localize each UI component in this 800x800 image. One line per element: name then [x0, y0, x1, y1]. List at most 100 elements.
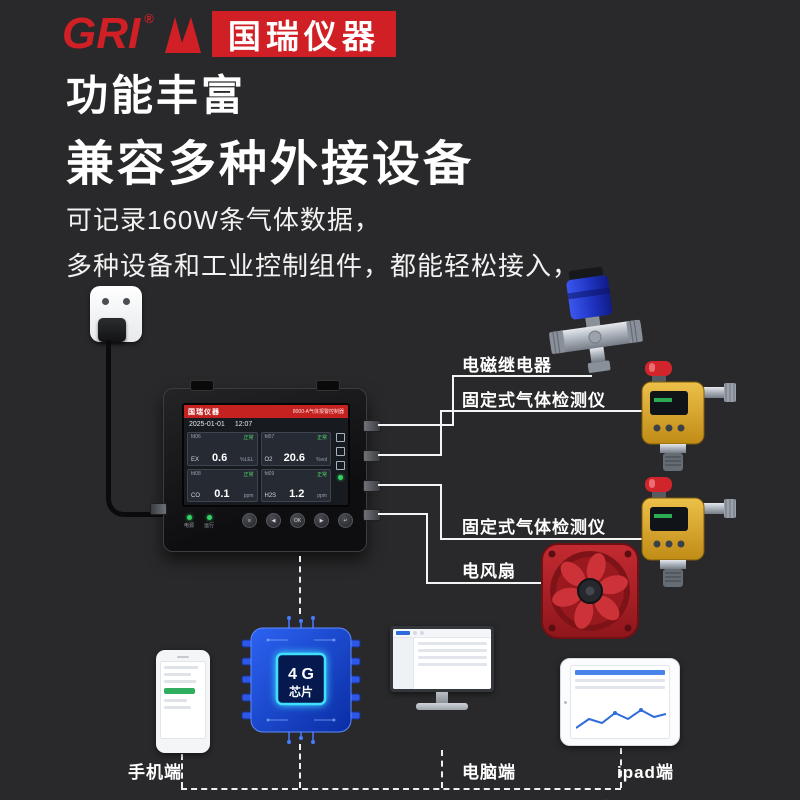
phone-label: 手机端	[128, 763, 182, 782]
chip-4g-image: 4 G 芯片	[241, 616, 361, 744]
description-line-2: 多种设备和工业控制组件，都能轻松接入，	[66, 251, 580, 281]
mounting-tab	[316, 380, 340, 391]
dashed-link-phone	[181, 754, 183, 788]
chip-label-4g: 4 G	[288, 666, 314, 683]
wire-fan-seg3	[426, 582, 546, 584]
tablet-chart	[576, 708, 666, 729]
dashed-link-chip-bus	[299, 744, 301, 788]
pc-stand-neck	[436, 692, 448, 703]
power-plug	[98, 318, 126, 342]
status-led	[337, 475, 343, 480]
screen-statusbar: 2025-01-01 12:07	[184, 418, 348, 430]
chip-label-chip: 芯片	[289, 684, 313, 699]
power-led: 电源	[184, 515, 194, 529]
led-dot	[206, 515, 212, 520]
channel-id: fd06	[191, 434, 201, 440]
screen-brand: 国瑞仪器	[188, 408, 220, 416]
registered-mark: ®	[144, 10, 154, 26]
pc-screen	[393, 629, 491, 689]
left-button: ◀	[266, 513, 281, 528]
brand-name-box: 国瑞仪器	[211, 11, 396, 57]
socket-hole	[123, 298, 130, 305]
channel-value: 0.6	[211, 451, 228, 464]
tablet-text-line	[575, 686, 665, 689]
pc-toolbar-dot	[413, 631, 417, 635]
phone-text-line	[164, 680, 196, 683]
channel-gas: CO	[191, 493, 200, 499]
mounting-tab	[190, 380, 214, 391]
led-dot	[186, 515, 192, 520]
wire-fan-seg1	[378, 513, 426, 515]
cable-gland-2	[363, 450, 381, 462]
pc-toolbar-dot	[420, 631, 424, 635]
tablet-label: ipad端	[617, 763, 674, 782]
phone-speaker	[177, 656, 189, 658]
pc-table-row	[418, 642, 487, 645]
relay-label: 电磁继电器	[462, 356, 552, 375]
solenoid-valve-image	[549, 266, 643, 373]
phone-text-line	[164, 706, 191, 709]
gas-detector-image-1	[641, 361, 736, 471]
tablet-mockup	[560, 658, 680, 746]
channel-id: fd09	[264, 470, 275, 477]
pc-table-row	[418, 656, 487, 659]
headline-2: 兼容多种外接设备	[66, 138, 475, 191]
dashed-link-tablet	[620, 748, 622, 788]
cable-gland-4	[363, 509, 381, 521]
channel-unit: ppm	[317, 493, 327, 499]
menu-button: ≡	[242, 513, 257, 528]
channel-id: fd08	[191, 470, 201, 477]
pc-stand-base	[416, 703, 468, 710]
wire-detector2-seg2	[440, 484, 442, 540]
channel-gas: EX	[191, 456, 200, 463]
right-button: ▶	[314, 513, 329, 528]
gas-alarm-controller: 国瑞仪器 8000-A气体报警控制器 2025-01-01 12:07 fd06…	[150, 380, 608, 800]
menu-icon	[335, 433, 345, 442]
brand-wordmark: GRI	[62, 9, 141, 58]
screen-time: 12:07	[234, 420, 253, 428]
channel-unit: %LEL	[240, 456, 254, 463]
pc-sidebar	[393, 638, 414, 689]
channel-card: fd08 正常 CO 0.1 ppm	[187, 468, 258, 502]
dashed-link-controller-chip	[299, 556, 301, 614]
wire-detector1-seg3	[440, 410, 650, 412]
phone-text-line	[164, 699, 187, 702]
socket-hole	[102, 298, 109, 305]
alarm-icon	[335, 447, 345, 456]
phone-green-button	[164, 688, 196, 694]
channel-status: 正常	[316, 471, 327, 478]
ok-button: OK	[290, 513, 305, 528]
channel-status: 正常	[243, 471, 254, 478]
detector1-label: 固定式气体检测仪	[462, 391, 606, 410]
channel-gas: H2S	[264, 493, 277, 499]
channel-card: fd06 正常 EX 0.6 %LEL	[187, 432, 258, 466]
pc-frame	[390, 626, 494, 692]
channel-unit: ppm	[243, 493, 254, 499]
power-cable	[106, 340, 173, 517]
pc-table-row	[418, 649, 487, 652]
pc-table-row	[418, 663, 487, 666]
screen-header: 国瑞仪器 8000-A气体报警控制器	[184, 405, 348, 418]
brand-logo: GRI ® 国瑞仪器	[62, 10, 396, 58]
pc-label: 电脑端	[462, 763, 516, 782]
detector2-label: 固定式气体检测仪	[462, 518, 606, 537]
channel-status: 正常	[316, 435, 327, 441]
channel-id: fd07	[264, 434, 275, 440]
wire-detector2-seg1	[378, 484, 440, 486]
screen-side-icons	[334, 433, 346, 480]
channel-value: 20.6	[283, 451, 306, 464]
channel-card: fd07 正常 O2 20.6 %vol	[260, 432, 331, 466]
tablet-nav-bar	[575, 670, 665, 675]
run-led: 运行	[204, 515, 214, 529]
fan-label: 电风扇	[462, 562, 516, 581]
panel-buttons: ≡ ◀ OK ▶ ↵	[242, 513, 353, 528]
cable-gland-3	[363, 480, 381, 492]
controller-screen: 国瑞仪器 8000-A气体报警控制器 2025-01-01 12:07 fd06…	[182, 403, 350, 507]
channel-card: fd09 正常 H2S 1.2 ppm	[260, 468, 331, 502]
screen-date: 2025-01-01	[189, 420, 225, 428]
phone-text-line	[164, 666, 199, 669]
flame-icon	[164, 17, 201, 53]
fan-image	[541, 543, 639, 639]
pc-content	[393, 638, 491, 689]
